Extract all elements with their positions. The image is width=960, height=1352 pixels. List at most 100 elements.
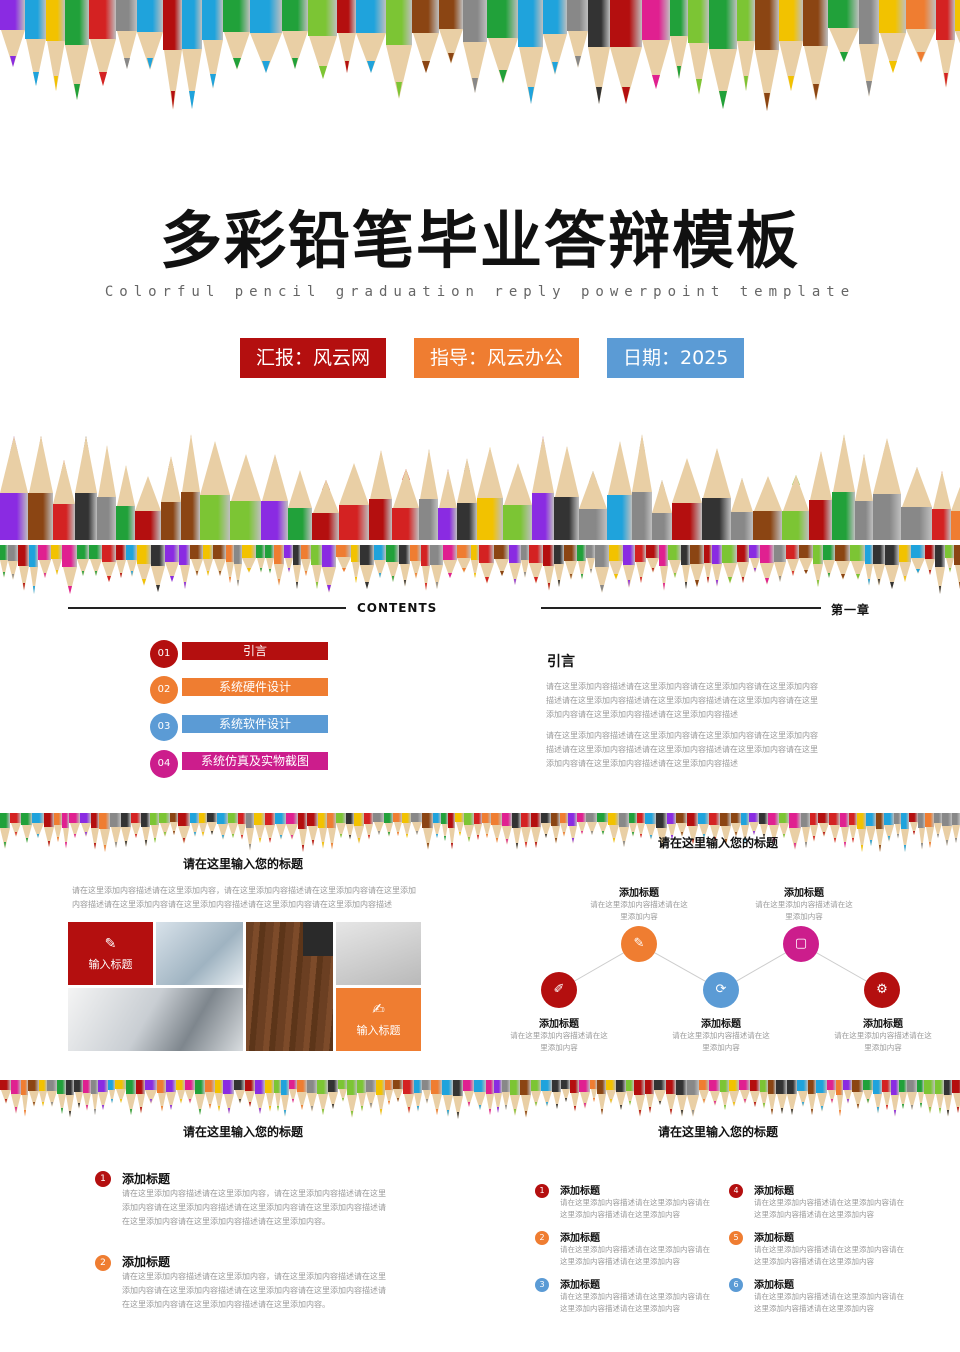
pencil-decoration bbox=[28, 1080, 39, 1120]
pencil-decoration bbox=[672, 430, 702, 540]
node-top-2: 添加标题 请在这里添加内容描述请在这里添加内容 bbox=[754, 884, 854, 923]
node-desc: 请在这里添加内容描述请在这里添加内容 bbox=[590, 900, 688, 921]
item-desc: 请在这里添加内容描述请在这里添加内容请在这里添加内容描述请在这里添加内容 bbox=[754, 1292, 904, 1313]
pencil-decoration bbox=[645, 813, 656, 853]
pencil-decoration bbox=[288, 430, 312, 540]
pencil-decoration bbox=[855, 430, 873, 540]
pencil-decoration bbox=[471, 545, 479, 595]
pencil-decoration bbox=[532, 430, 554, 540]
node-bottom-3: 添加标题 请在这里添加内容描述请在这里添加内容 bbox=[833, 1015, 933, 1054]
pencil-decoration bbox=[137, 0, 163, 112]
pencil-decoration bbox=[521, 545, 529, 595]
pencil-decoration bbox=[176, 1080, 185, 1120]
pencil-decoration bbox=[512, 813, 521, 853]
pencil-decoration bbox=[945, 545, 954, 595]
pencil-decoration bbox=[474, 1080, 486, 1120]
item-desc: 请在这里添加内容描述请在这里添加内容请在这里添加内容描述请在这里添加内容 bbox=[560, 1292, 710, 1313]
pencil-decoration bbox=[786, 545, 799, 595]
pencil-decoration bbox=[652, 430, 672, 540]
toc-dot bbox=[174, 750, 179, 755]
toc-dot bbox=[174, 676, 179, 681]
pencil-decoration bbox=[286, 813, 298, 853]
node-bottom-2: 添加标题 请在这里添加内容描述请在这里添加内容 bbox=[671, 1015, 771, 1054]
pencil-decoration bbox=[126, 545, 137, 595]
pencil-decoration bbox=[327, 813, 336, 853]
pencil-decoration bbox=[670, 0, 688, 112]
pencil-decoration bbox=[835, 545, 850, 595]
item-title: 添加标题 bbox=[754, 1233, 794, 1244]
pencil-border-slide2 bbox=[0, 545, 960, 595]
chapter-heading: 引言 bbox=[547, 654, 575, 670]
pencil-decoration bbox=[774, 545, 786, 595]
pencil-decoration bbox=[369, 430, 392, 540]
pencil-decoration bbox=[195, 1080, 205, 1120]
pencil-decoration bbox=[906, 0, 936, 112]
pencil-decoration bbox=[731, 813, 741, 853]
pencil-decoration bbox=[223, 1080, 234, 1120]
pencil-decoration bbox=[850, 545, 865, 595]
pencil-decoration bbox=[385, 1080, 393, 1120]
pencil-decoration bbox=[676, 1080, 687, 1120]
pencil-decoration bbox=[21, 813, 32, 853]
badge-date: 日期：2025 bbox=[607, 338, 745, 378]
pencil-decoration bbox=[918, 813, 925, 853]
pencil-decoration bbox=[668, 545, 681, 595]
tile-title-2[interactable]: ✍ 输入标题 bbox=[336, 988, 421, 1051]
toc-dot bbox=[174, 640, 179, 645]
pencil-border-top bbox=[0, 0, 960, 112]
pencil-decoration bbox=[749, 545, 760, 595]
pencil-decoration bbox=[54, 813, 62, 853]
pencil-decoration bbox=[322, 545, 336, 595]
pencil-decoration bbox=[577, 545, 586, 595]
pencil-decoration bbox=[479, 545, 494, 595]
pencil-decoration bbox=[609, 545, 623, 595]
pencil-decoration bbox=[829, 813, 840, 853]
item-title: 添加标题 bbox=[754, 1280, 794, 1291]
pencil-decoration bbox=[776, 1080, 787, 1120]
pencil-decoration bbox=[51, 545, 62, 595]
pencil-decoration bbox=[89, 545, 102, 595]
pencil-decoration bbox=[729, 1080, 739, 1120]
pencil-decoration bbox=[934, 813, 942, 853]
pencil-decoration bbox=[205, 1080, 215, 1120]
pencil-decoration bbox=[737, 0, 755, 112]
pencil-decoration bbox=[102, 545, 116, 595]
pencil-decoration bbox=[954, 545, 960, 595]
pencil-decoration bbox=[879, 0, 906, 112]
contents-label: CONTENTS bbox=[357, 601, 438, 615]
pencil-decoration bbox=[339, 430, 369, 540]
pencil-decoration bbox=[885, 545, 899, 595]
pencil-decoration bbox=[202, 0, 223, 112]
pencil-decoration bbox=[568, 813, 577, 853]
pencil-decoration bbox=[809, 430, 832, 540]
slide4-title: 请在这里输入您的标题 bbox=[657, 836, 778, 850]
pencil-decoration bbox=[328, 1080, 338, 1120]
pencil-decoration bbox=[690, 545, 704, 595]
pencil-decoration bbox=[185, 1080, 195, 1120]
item-title: 添加标题 bbox=[560, 1186, 600, 1197]
node-desc: 请在这里添加内容描述请在这里添加内容 bbox=[834, 1031, 932, 1052]
pencil-decoration bbox=[899, 545, 911, 595]
pencil-decoration bbox=[588, 0, 610, 112]
pencil-decoration bbox=[681, 545, 690, 595]
pencil-decoration bbox=[234, 545, 242, 595]
tile-title-1[interactable]: ✎ 输入标题 bbox=[68, 922, 153, 985]
pencil-decoration bbox=[223, 0, 250, 112]
square-icon: ▢ bbox=[783, 926, 819, 962]
pencil-decoration bbox=[337, 0, 356, 112]
toc-label: 系统硬件设计 bbox=[182, 678, 328, 696]
pencil-decoration bbox=[836, 1080, 843, 1120]
pencil-decoration bbox=[699, 1080, 709, 1120]
pencil-decoration bbox=[865, 545, 873, 595]
pencil-decoration bbox=[925, 813, 934, 853]
pencil-decoration bbox=[307, 813, 318, 853]
pencil-decoration bbox=[720, 1080, 729, 1120]
pencil-decoration bbox=[925, 545, 935, 595]
pencil-decoration bbox=[474, 813, 482, 853]
pencil-decoration bbox=[89, 0, 116, 112]
node-bottom-1: 添加标题 请在这里添加内容描述请在这里添加内容 bbox=[509, 1015, 609, 1054]
pencil-decoration bbox=[217, 813, 228, 853]
cover-subtitle: Colorful pencil graduation reply powerpo… bbox=[104, 284, 856, 300]
pencil-decoration bbox=[616, 1080, 626, 1120]
pencil-decoration bbox=[667, 813, 676, 853]
